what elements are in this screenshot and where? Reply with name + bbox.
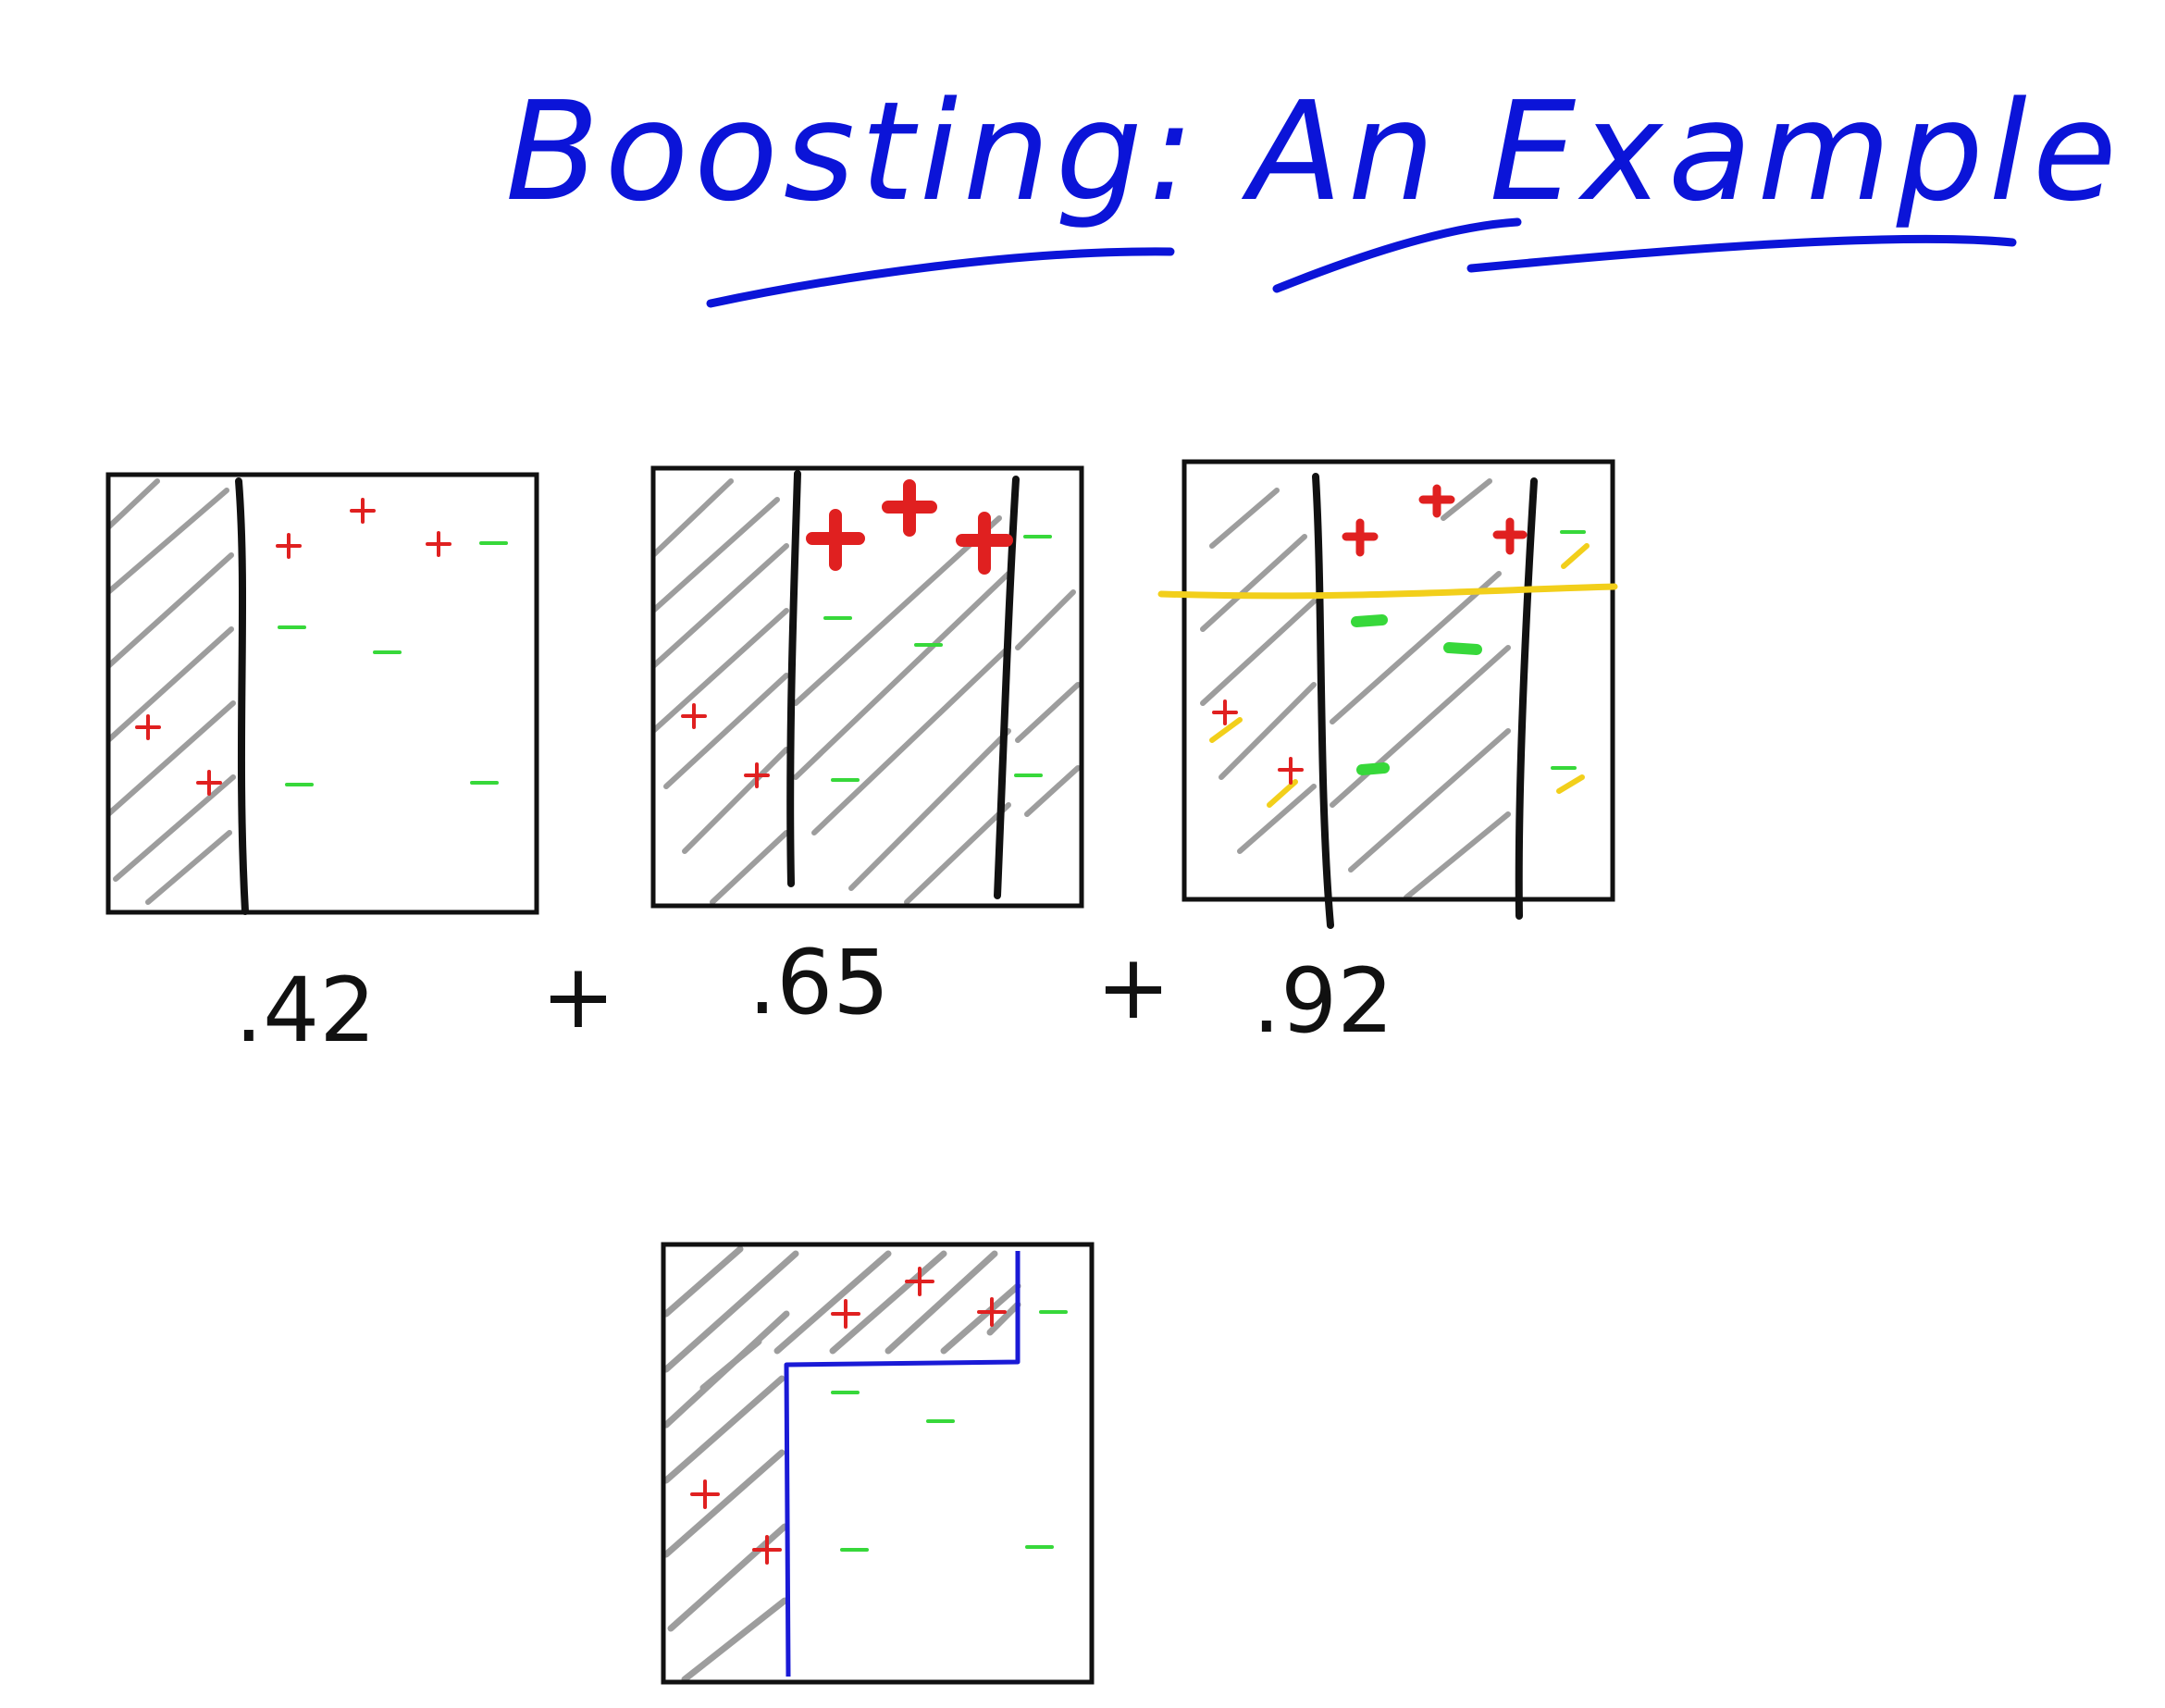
panel-frame — [105, 472, 539, 915]
page-title: Boosting: An Example — [505, 72, 2122, 231]
horizontal-boundary-highlight — [1157, 583, 1618, 600]
hatching — [108, 478, 236, 905]
decision-boundary — [235, 477, 249, 915]
panel-weak-learner-2 — [650, 465, 1084, 909]
negative-points — [831, 1310, 1068, 1552]
title-group: Boosting: An Example — [505, 72, 2122, 308]
title-underline-left — [706, 247, 1175, 308]
panel-combined-classifier — [661, 1242, 1095, 1685]
weight-label-3: .92 — [1253, 949, 1394, 1053]
negative-points — [1351, 530, 1586, 775]
positive-points — [1212, 484, 1528, 785]
panel-weak-learner-3 — [1157, 459, 1618, 929]
weight-label-1: .42 — [235, 959, 377, 1062]
combined-decision-boundary — [784, 1251, 1021, 1677]
panel-frame — [661, 1242, 1095, 1685]
hatching — [1200, 478, 1511, 899]
negative-points — [823, 535, 1052, 782]
operator-plus-2: + — [1096, 935, 1170, 1039]
positive-points — [135, 498, 452, 796]
panel-frame — [1181, 459, 1615, 902]
operator-plus-1: + — [541, 945, 615, 1048]
weights-row: .42 + .65 + .92 — [235, 931, 1394, 1062]
decision-boundary-right — [994, 476, 1020, 899]
decision-boundary-left — [786, 470, 801, 887]
hatching — [653, 478, 1081, 905]
decision-boundary-right — [1515, 477, 1538, 920]
weight-label-2: .65 — [748, 931, 890, 1034]
positive-points — [690, 1267, 1007, 1565]
hatching — [663, 1245, 1021, 1682]
decision-boundary-left — [1312, 473, 1334, 929]
title-underline-right — [1466, 234, 2017, 273]
negative-points — [278, 541, 508, 786]
panel-frame — [650, 465, 1084, 909]
panel-weak-learner-1 — [105, 472, 539, 915]
positive-points — [681, 479, 1013, 788]
title-underline-middle — [1272, 217, 1522, 293]
yellow-highlight-marks — [1209, 543, 1590, 808]
